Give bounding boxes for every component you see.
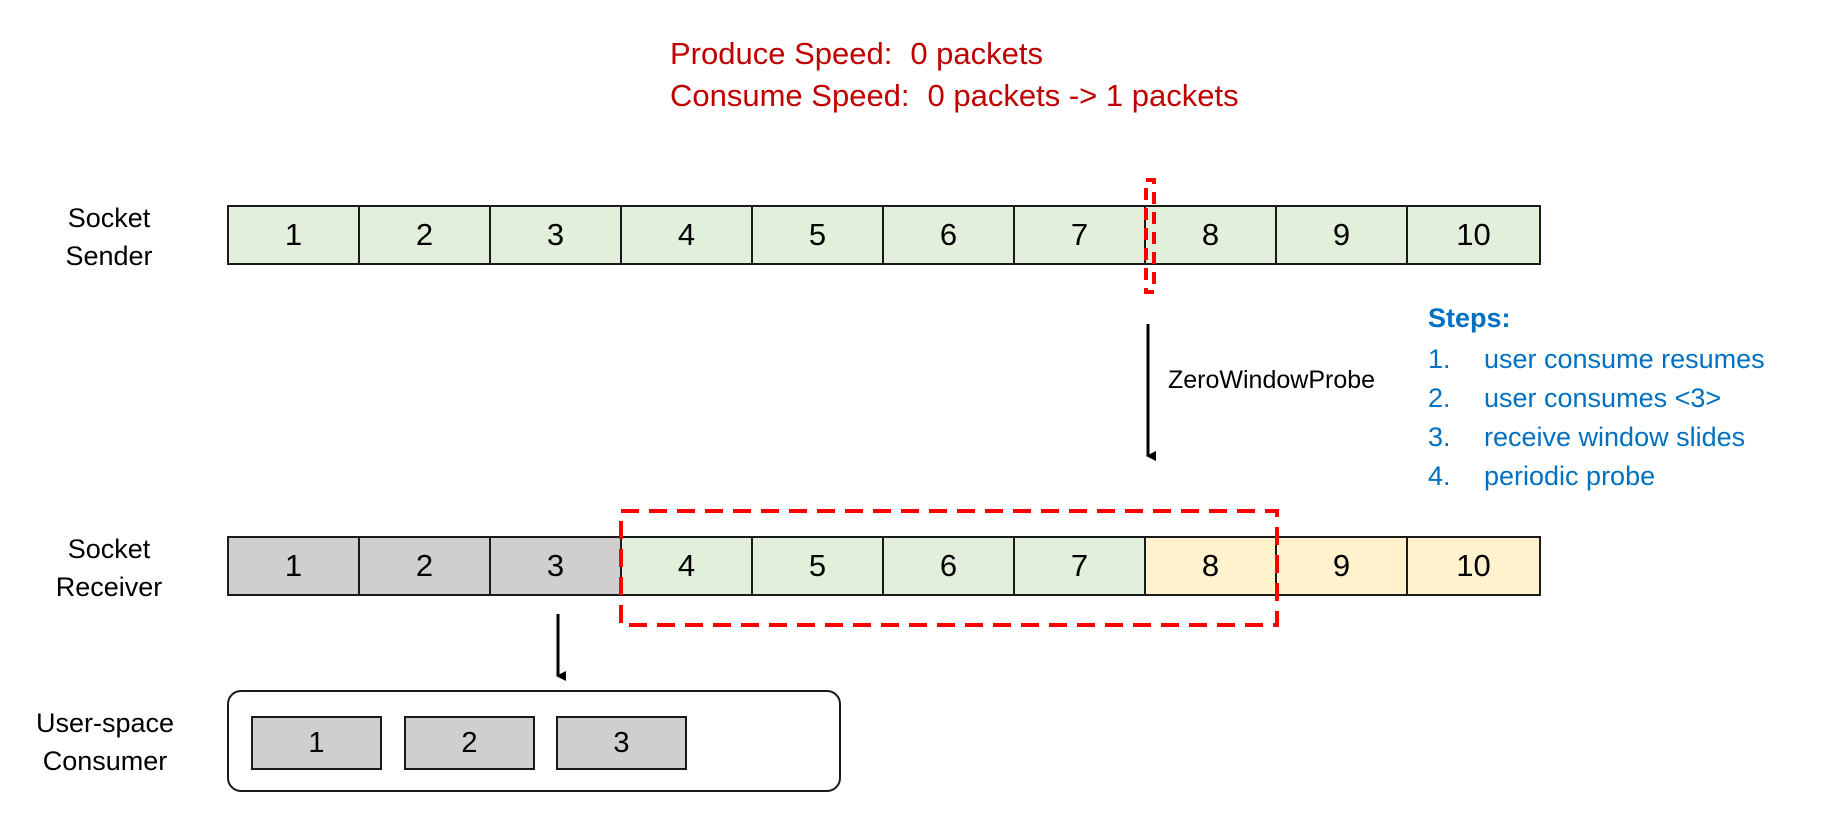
- sender-cell-6: 6: [884, 207, 1015, 263]
- sender-cell-9: 9: [1277, 207, 1408, 263]
- step-1-number: 1.: [1428, 344, 1451, 374]
- receiver-cell-5: 5: [753, 538, 884, 594]
- step-4: 4. periodic probe: [1428, 457, 1765, 496]
- zero-window-probe-label: ZeroWindowProbe: [1168, 366, 1376, 394]
- sender-cell-5: 5: [753, 207, 884, 263]
- step-1-text: user consume resumes: [1484, 344, 1765, 374]
- user-space-consumer-box: 1 2 3: [227, 690, 841, 792]
- sender-window-edge-marker: [1144, 178, 1156, 294]
- consume-speed-value: 0 packets -> 1 packets: [927, 78, 1239, 113]
- sender-buffer: 1 2 3 4 5 6 7 8 9 10: [227, 205, 1541, 265]
- produce-speed-line: Produce Speed: 0 packets: [670, 36, 1043, 72]
- sender-cell-10: 10: [1408, 207, 1539, 263]
- step-2-text: user consumes <3>: [1484, 383, 1722, 413]
- sender-cell-2: 2: [360, 207, 491, 263]
- receiver-buffer: 1 2 3 4 5 6 7 8 9 10: [227, 536, 1541, 596]
- sender-label: Socket Sender: [34, 199, 184, 275]
- sender-cell-4: 4: [622, 207, 753, 263]
- receiver-cell-1: 1: [229, 538, 360, 594]
- receiver-label-line1: Socket: [67, 534, 151, 564]
- receiver-label: Socket Receiver: [34, 530, 184, 606]
- receiver-cell-8: 8: [1146, 538, 1277, 594]
- step-2: 2. user consumes <3>: [1428, 379, 1765, 418]
- receiver-label-line2: Receiver: [55, 572, 163, 602]
- step-3-text: receive window slides: [1484, 422, 1746, 452]
- step-2-number: 2.: [1428, 383, 1451, 413]
- receiver-cell-3: 3: [491, 538, 622, 594]
- consumer-label-line1: User-space: [35, 708, 175, 738]
- sender-cell-8: 8: [1146, 207, 1277, 263]
- sender-label-line2: Sender: [65, 241, 153, 271]
- consume-speed-line: Consume Speed: 0 packets -> 1 packets: [670, 78, 1239, 114]
- step-4-number: 4.: [1428, 461, 1451, 491]
- consumer-label: User-space Consumer: [30, 704, 180, 780]
- steps-panel: Steps: 1. user consume resumes 2. user con…: [1428, 303, 1765, 496]
- consumed-packet-3: 3: [556, 716, 687, 770]
- produce-speed-value: 0 packets: [910, 36, 1044, 71]
- receiver-cell-4: 4: [622, 538, 753, 594]
- step-1: 1. user consume resumes: [1428, 340, 1765, 379]
- step-3-number: 3.: [1428, 422, 1451, 452]
- receiver-cell-2: 2: [360, 538, 491, 594]
- consumed-packet-1: 1: [251, 716, 382, 770]
- sender-cell-3: 3: [491, 207, 622, 263]
- steps-title: Steps:: [1428, 303, 1511, 333]
- step-3: 3. receive window slides: [1428, 418, 1765, 457]
- receiver-cell-7: 7: [1015, 538, 1146, 594]
- consumer-label-line2: Consumer: [42, 746, 168, 776]
- sender-cell-1: 1: [229, 207, 360, 263]
- sender-cell-7: 7: [1015, 207, 1146, 263]
- consumed-packet-2: 2: [404, 716, 535, 770]
- sender-label-line1: Socket: [67, 203, 151, 233]
- receiver-cell-10: 10: [1408, 538, 1539, 594]
- receiver-cell-9: 9: [1277, 538, 1408, 594]
- receiver-cell-6: 6: [884, 538, 1015, 594]
- produce-speed-label: Produce Speed:: [670, 36, 893, 71]
- consume-speed-label: Consume Speed:: [670, 78, 910, 113]
- receive-window-outline: [619, 509, 1279, 627]
- step-4-text: periodic probe: [1484, 461, 1656, 491]
